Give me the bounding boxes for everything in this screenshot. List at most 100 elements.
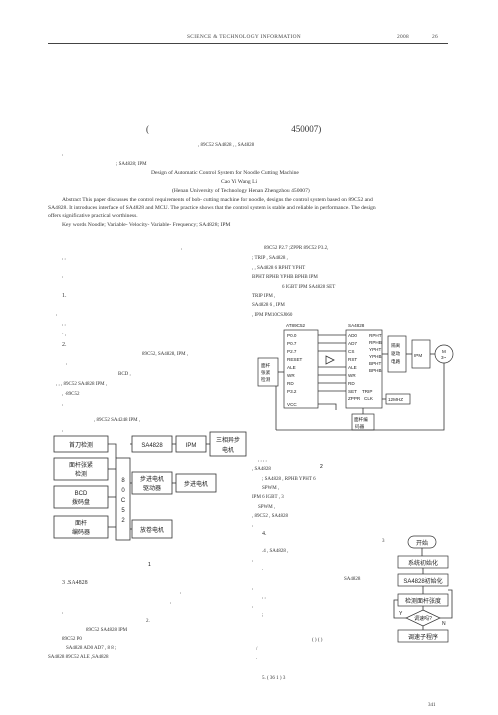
right-bottom-line-1: , , , , xyxy=(258,458,267,463)
right-bottom-line-5: IPM 6 IGBT , 3 xyxy=(252,495,284,500)
left-line-1: , xyxy=(181,246,183,251)
pin-ad0: AD0 xyxy=(348,333,357,338)
driver-label-2: 驱动 xyxy=(391,350,401,357)
encoder-label-1: 面杆 xyxy=(75,519,87,527)
pin-rd: RD xyxy=(287,381,294,386)
authors-en: Cao Yi Wang Li xyxy=(221,179,258,185)
pin-cs: CS xyxy=(348,349,354,354)
left-bottom-line-3: , xyxy=(62,610,64,615)
right-bottom-line-17: , xyxy=(252,604,254,609)
flow-yes: Y xyxy=(399,611,403,617)
pin-bpht: BPHT xyxy=(369,361,381,366)
pin-ad7: AD7 xyxy=(348,341,357,346)
encoder-label-2: 编码器 xyxy=(72,528,90,536)
right-bottom-line-22: 5. ( 36 1 ) 3 xyxy=(262,676,286,681)
mcu-char-1: 8 xyxy=(121,478,125,484)
tension-box-label-2: 张紧 xyxy=(261,369,271,376)
right-bottom-line-12: , xyxy=(252,558,254,563)
right-line-3: , , SA4828 6 RPHT YPHT xyxy=(252,266,306,271)
right-bottom-line-10: 3 xyxy=(382,539,385,544)
pin-wr-2: WR xyxy=(348,373,356,378)
mcu-char-2: 0 xyxy=(121,488,125,494)
left-bottom-line-5: 89C52 P0 xyxy=(62,637,82,642)
figure-3-flowchart: 开始 系统初始化 SA4828初始化 检测面杆张度 调速吗? Y N 调速子程序 xyxy=(393,535,453,643)
right-bottom-line-8: , xyxy=(252,523,254,528)
pin-rst: RST xyxy=(348,357,357,362)
pin-ale: ALE xyxy=(287,365,296,370)
pin-p00: P0.0 xyxy=(287,333,297,338)
right-bottom-line-15: , xyxy=(252,586,254,591)
abstract-cn-2: , xyxy=(62,152,64,157)
motor-label-2: 电机 xyxy=(222,446,234,454)
pin-ale-2: ALE xyxy=(348,365,357,370)
right-bottom-line-21: . xyxy=(256,656,258,661)
pin-rpht: RPHT xyxy=(369,333,382,338)
figure-1-caption-number: 1 xyxy=(148,562,151,568)
tension-box-label-3: 检测 xyxy=(261,376,271,383)
flow-decide: 调速吗? xyxy=(414,615,432,622)
right-bottom-line-20: / xyxy=(256,647,258,652)
right-line-7: SA4828 6 , IPM xyxy=(252,303,285,308)
left-line-3: , xyxy=(62,274,64,279)
keywords-cn: ; SA4828; IPM xyxy=(116,162,147,167)
tension-detect-label-2: 检测 xyxy=(75,470,87,478)
right-bottom-line-7: , 89C52 , SA4828 xyxy=(252,514,288,519)
sa4828-chip-label: SA4828 xyxy=(348,323,365,328)
motor-symbol xyxy=(434,344,454,364)
stepper-motor-label: 步进电机 xyxy=(184,480,208,488)
bcd-label-2: 拨码盘 xyxy=(72,498,90,506)
stepper-driver-label-1: 步进电机 xyxy=(140,475,164,483)
left-line-12: , xyxy=(62,402,64,407)
figure-1-block-diagram: 首刀检测 面杆张紧 检测 BCD 拨码盘 面杆 编码器 8 0 C 5 2 SA… xyxy=(53,431,247,568)
pin-trip: TRIP xyxy=(362,389,372,394)
section-1-heading: 1. xyxy=(62,293,67,299)
pin-vcc: VCC xyxy=(287,402,297,407)
page-number: 341 xyxy=(428,703,436,708)
sa4828-label: SA4828 xyxy=(141,443,163,449)
pin-p27: P2.7 xyxy=(287,349,297,354)
right-bottom-line-4: SPWM , xyxy=(262,486,280,491)
right-bottom-line-14: SA4828 xyxy=(344,577,361,582)
left-line-13: , 89C52 SA4248 IPM , xyxy=(94,418,141,423)
motor-symbol-sub: 3~ xyxy=(441,355,447,360)
left-line-7: 89C52, SA4828, IPM , xyxy=(142,352,189,357)
right-line-4: BPHT RPHB YPHB BPHB IPM xyxy=(252,275,318,280)
section-4-heading: 4. xyxy=(262,531,267,537)
section-2-heading: 2. xyxy=(62,342,67,348)
right-bottom-line-18: ; xyxy=(262,613,264,618)
right-line-8: , IPM PM10CSJ060 xyxy=(252,313,293,318)
motor-label-1: 三相异步 xyxy=(216,436,240,444)
flow-sys-init: 系统初始化 xyxy=(408,559,438,567)
pin-p07: P0.7 xyxy=(287,341,297,346)
right-line-5: 6 IGBT IPM SA4828 SET xyxy=(282,285,336,290)
left-bottom-line-4: 89C52 SA4828 IPM xyxy=(86,628,128,633)
pin-zppr: ZPPR xyxy=(348,396,361,401)
servo-motor-label: 放卷电机 xyxy=(140,526,164,534)
stepper-driver-label-2: 驱动器 xyxy=(143,485,161,492)
right-bottom-line-19: ( ) ( ) xyxy=(312,638,323,643)
encoder-box-label-1: 面杆编 xyxy=(354,416,368,423)
right-bottom-line-11: .4 , SA4828 , xyxy=(262,549,289,554)
left-bottom-line-1: , xyxy=(180,590,182,595)
right-bottom-line-2: , SA4828 xyxy=(252,467,271,472)
left-line-6: · , xyxy=(62,332,67,337)
flow-no: N xyxy=(442,621,446,627)
figure-2-circuit-diagram: AT89C52 P0.0 P0.7 P2.7 RESET ALE WR RD P… xyxy=(257,323,454,470)
left-bottom-line-2: , xyxy=(170,600,172,605)
ipm-label: IPM xyxy=(186,443,197,449)
right-line-6: TRIP IPM , xyxy=(252,294,276,299)
driver-label-3: 电路 xyxy=(391,358,401,365)
section-3-heading: 3 .SA4828 xyxy=(62,580,88,586)
flow-sa-init: SA4828初始化 xyxy=(403,577,442,585)
abstract-en-1: Abstract This paper discusses the contro… xyxy=(62,197,373,203)
left-bottom-line-7: SA4828 89C52 ALE ,SA4828 xyxy=(48,655,109,660)
header-rule xyxy=(48,43,448,44)
pin-clk: CLK xyxy=(364,396,374,401)
oscillator-label: 12MHZ xyxy=(388,397,403,402)
pin-set: SET xyxy=(348,389,357,394)
driver-label-1: 隔离 xyxy=(391,342,401,349)
figure-2-caption-number: 2 xyxy=(320,464,323,470)
right-bottom-line-16: , , xyxy=(262,595,266,600)
abstract-cn: , 89C52 SA4828 , , SA4828 xyxy=(198,143,255,148)
mcu-char-3: C xyxy=(121,498,126,504)
